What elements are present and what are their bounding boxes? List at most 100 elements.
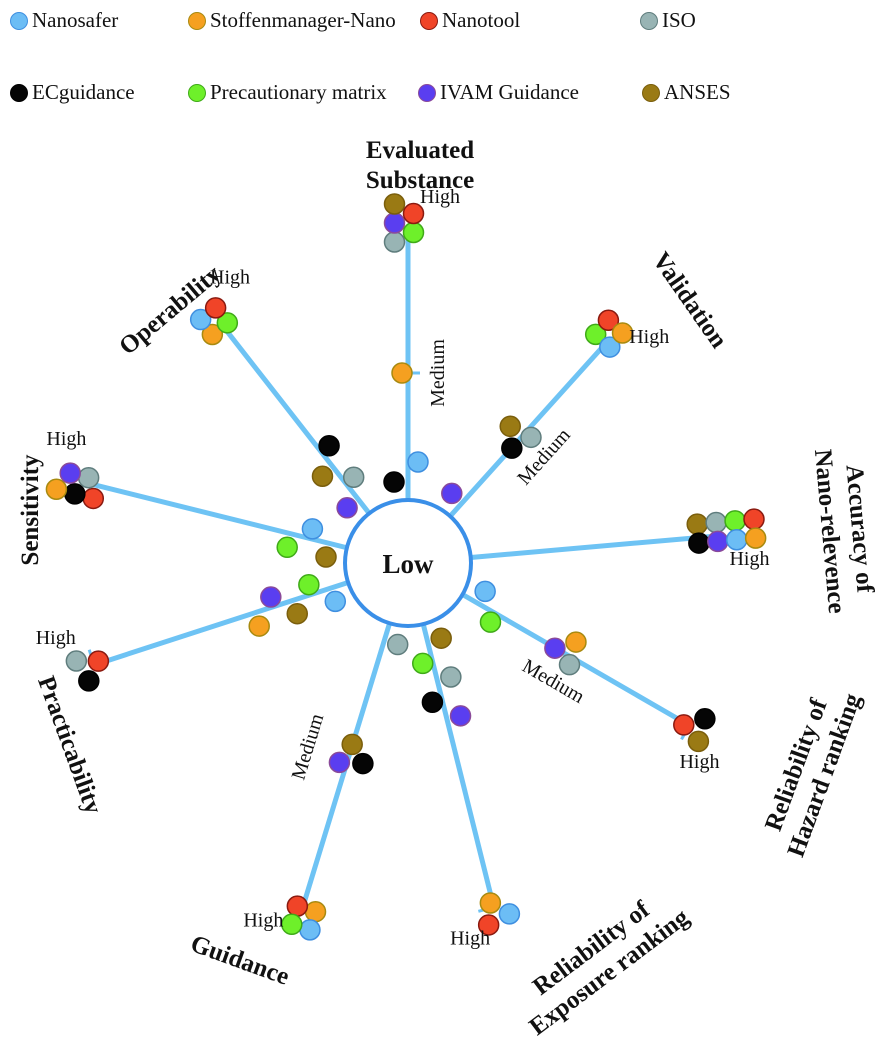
tool-marker-anses xyxy=(383,193,406,215)
legend-label: Nanotool xyxy=(442,8,521,32)
level-label-high: High xyxy=(450,927,490,949)
level-label-medium: Medium xyxy=(427,339,449,407)
legend-label: IVAM Guidance xyxy=(440,80,580,104)
legend-label: Precautionary matrix xyxy=(210,80,387,104)
tool-marker-nanosafer xyxy=(474,580,496,603)
legend-swatch-ecguidance xyxy=(10,83,28,102)
level-label-high: High xyxy=(679,751,719,773)
tool-marker-nanosafer xyxy=(725,529,748,551)
tool-marker-nanosafer xyxy=(299,919,321,941)
tool-marker-ivam xyxy=(260,586,282,608)
tool-marker-ivam xyxy=(441,482,463,505)
legend-swatch-precautionary xyxy=(188,83,206,102)
tool-marker-nanosafer xyxy=(324,590,347,613)
tool-marker-nanotool xyxy=(286,895,309,917)
tool-marker-anses xyxy=(311,465,334,488)
criterion-title-6: Practicability xyxy=(32,673,107,818)
axis-spoke-2 xyxy=(470,533,718,560)
tool-marker-precautionary xyxy=(216,312,239,334)
tool-marker-stoffenmanager xyxy=(744,527,767,549)
tool-marker-precautionary xyxy=(479,611,502,633)
axis-spoke-6 xyxy=(93,580,349,668)
tool-marker-ecguidance xyxy=(383,471,405,493)
level-label-medium: Medium xyxy=(287,711,328,783)
tool-marker-ivam xyxy=(707,530,729,553)
legend-label: ISO xyxy=(662,8,696,32)
tool-marker-precautionary xyxy=(276,536,298,559)
tool-marker-iso xyxy=(520,426,542,449)
criterion-title-line: Evaluated xyxy=(366,137,474,164)
legend-label: ECguidance xyxy=(32,80,135,104)
tool-marker-anses xyxy=(430,627,452,649)
legend-item-precautionary: Precautionary matrix xyxy=(188,80,387,105)
tool-marker-nanosafer xyxy=(599,336,621,358)
tool-marker-precautionary xyxy=(281,913,303,936)
tool-marker-ecguidance xyxy=(318,434,340,457)
tool-marker-nanosafer xyxy=(189,308,212,331)
legend-swatch-iso xyxy=(640,11,658,30)
criterion-title-line: Guidance xyxy=(187,930,293,991)
legend-item-anses: ANSES xyxy=(642,80,731,105)
tool-marker-precautionary xyxy=(724,510,746,532)
tool-marker-iso xyxy=(558,653,581,676)
tool-marker-stoffenmanager xyxy=(565,631,587,653)
tool-marker-nanotool xyxy=(402,202,425,225)
level-label-high: High xyxy=(46,428,86,450)
tool-marker-ivam xyxy=(59,462,81,484)
tool-marker-ivam xyxy=(336,497,358,519)
tool-marker-ecguidance xyxy=(421,691,444,713)
tool-marker-precautionary xyxy=(298,573,320,596)
tool-marker-ecguidance xyxy=(688,532,710,554)
tool-marker-precautionary xyxy=(411,652,434,675)
criterion-title-line: Practicability xyxy=(32,673,107,818)
legend-label: Stoffenmanager-Nano xyxy=(210,8,396,32)
criterion-title-7: Sensitivity xyxy=(17,454,44,566)
tool-marker-ecguidance xyxy=(694,708,716,730)
legend-item-ivam: IVAM Guidance xyxy=(418,80,579,105)
legend-swatch-ivam xyxy=(418,83,436,102)
tool-marker-iso xyxy=(342,466,365,489)
criterion-title-line: Substance xyxy=(366,167,474,194)
tool-marker-anses xyxy=(687,730,710,753)
tool-marker-ecguidance xyxy=(352,752,374,775)
tool-marker-stoffenmanager xyxy=(45,478,68,500)
tool-marker-ecguidance xyxy=(501,437,523,459)
level-label-high: High xyxy=(243,910,283,932)
level-label-high: High xyxy=(210,266,250,288)
legend-item-nanotool: Nanotool xyxy=(420,8,520,33)
tool-marker-nanotool xyxy=(87,650,110,672)
tool-marker-anses xyxy=(341,733,363,756)
legend-swatch-nanosafer xyxy=(10,11,28,30)
center-low-circle xyxy=(343,498,473,628)
tool-marker-iso xyxy=(705,511,727,534)
tool-marker-iso xyxy=(386,633,409,656)
tool-marker-anses xyxy=(686,513,708,535)
legend-item-iso: ISO xyxy=(640,8,696,33)
tool-marker-ivam xyxy=(328,751,351,774)
legend-item-stoffenmanager: Stoffenmanager-Nano xyxy=(188,8,396,33)
tool-marker-stoffenmanager xyxy=(201,323,224,346)
legend-label: ANSES xyxy=(664,80,731,104)
legend-swatch-anses xyxy=(642,83,660,102)
tool-marker-stoffenmanager xyxy=(611,322,634,344)
tool-marker-iso xyxy=(440,666,462,688)
tool-marker-ecguidance xyxy=(64,483,86,505)
tool-marker-ivam xyxy=(544,637,566,659)
tool-marker-anses xyxy=(315,546,337,568)
axis-spoke-7 xyxy=(87,480,348,551)
tool-marker-precautionary xyxy=(584,323,607,346)
tool-marker-ivam xyxy=(449,705,472,727)
tool-marker-stoffenmanager xyxy=(391,362,413,384)
tool-marker-nanotool xyxy=(673,714,695,736)
level-label-high: High xyxy=(36,627,76,649)
legend-swatch-nanotool xyxy=(420,11,438,30)
legend-swatch-stoffenmanager xyxy=(188,11,206,30)
tool-marker-ivam xyxy=(383,212,406,234)
tool-marker-stoffenmanager xyxy=(248,615,270,637)
tool-marker-anses xyxy=(499,415,521,438)
center-label: Low xyxy=(382,549,434,579)
tool-marker-stoffenmanager xyxy=(304,900,327,923)
tool-marker-iso xyxy=(65,650,88,672)
